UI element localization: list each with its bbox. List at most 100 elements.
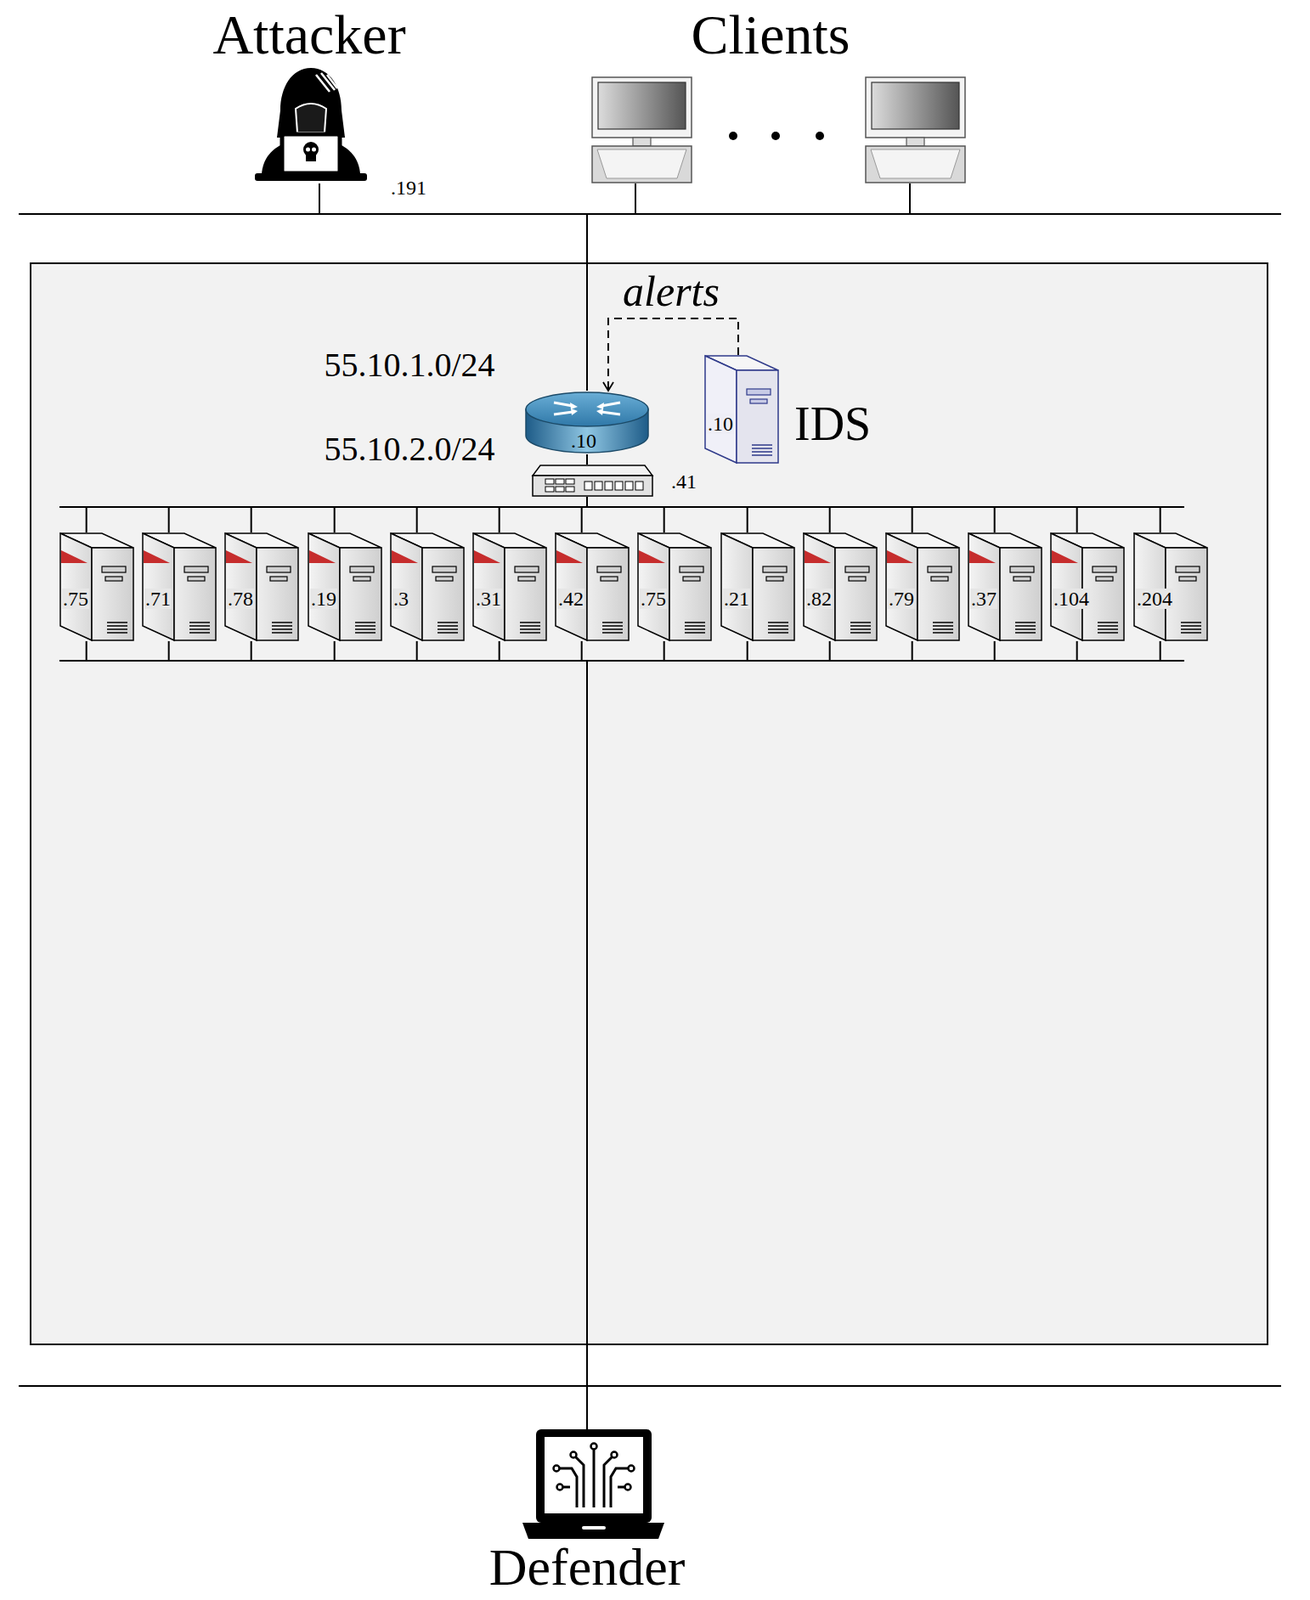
drawing-part [804, 550, 831, 564]
defender-bus [18, 1385, 1282, 1388]
drawing-part [721, 533, 753, 641]
drawing-part [271, 632, 293, 634]
drawing-part [1015, 632, 1036, 634]
drawing-part [555, 533, 588, 641]
drawing-part [1097, 628, 1119, 631]
drawing-part [519, 628, 541, 631]
drawing-part [532, 475, 653, 497]
drawing-part [536, 1429, 652, 1524]
drawing-part [1180, 625, 1202, 627]
drawing-part [105, 576, 123, 582]
drawing-part [355, 628, 376, 631]
server-symbol [967, 532, 1043, 642]
drawing-part [295, 103, 327, 133]
drawing-part [751, 454, 773, 457]
server-symbol [885, 532, 960, 642]
drawing-part [553, 1466, 560, 1473]
drawing-part [751, 451, 773, 453]
drawing-part [917, 547, 960, 641]
attacker-icon: Attacker.191 [254, 64, 368, 184]
drawing-part [762, 566, 787, 573]
drawing-part [1179, 576, 1197, 582]
drawing-part [850, 628, 871, 631]
drawing-part [1134, 533, 1166, 641]
drawing-part [189, 632, 210, 634]
network-link [334, 496, 588, 533]
drawing-part [1010, 566, 1034, 573]
network-link [251, 496, 588, 533]
subnet-label: 55.10.2.0/24 [323, 432, 495, 467]
network-link [587, 641, 913, 1430]
drawing-part [61, 550, 88, 564]
drawing-part [845, 566, 870, 573]
drawing-part [271, 625, 293, 627]
ip-label: .204 [1135, 588, 1174, 610]
drawing-part [532, 465, 653, 476]
drawing-part [886, 550, 914, 564]
drawing-part [60, 533, 92, 641]
drawing-part [850, 625, 871, 627]
ip-label: .21 [722, 588, 751, 610]
ip-label: .71 [144, 588, 172, 610]
drawing-part [225, 550, 253, 564]
drawing-part [519, 621, 541, 624]
drawing-part [316, 74, 330, 92]
drawing-part [305, 147, 311, 153]
drawing-part [518, 576, 536, 582]
network-link [334, 641, 588, 1430]
outer-bus [18, 213, 1282, 215]
server-symbol [389, 532, 465, 642]
drawing-part [625, 1485, 632, 1491]
drawing-part [254, 173, 368, 181]
ip-label: .3 [392, 588, 410, 610]
drawing-part [850, 621, 871, 624]
drawing-part [752, 547, 795, 641]
network-link [587, 496, 748, 533]
drawing-part [422, 547, 464, 641]
drawing-part [592, 146, 692, 183]
drawing-part [107, 632, 128, 634]
server-symbol: .3 [389, 532, 465, 642]
client-group [586, 76, 969, 184]
server-symbol [472, 532, 548, 642]
drawing-part [435, 576, 453, 582]
drawing-part [602, 621, 623, 624]
network-link [587, 641, 748, 1430]
drawing-part [189, 621, 210, 624]
edge-label: alerts [622, 270, 720, 313]
server-symbol [59, 532, 135, 642]
network-link [586, 454, 588, 465]
drawing-part [1013, 576, 1031, 582]
drawing-part [597, 149, 687, 179]
server-symbol [1050, 532, 1125, 642]
network-link [499, 496, 588, 533]
ip-label: .41 [671, 471, 697, 492]
attacker-icon [254, 64, 368, 184]
drawing-part [355, 625, 376, 627]
network-link [587, 496, 831, 533]
drawing-part [556, 1468, 577, 1508]
drawing-part [771, 131, 780, 141]
drawing-part [835, 547, 877, 641]
heading: Attacker [212, 6, 406, 63]
network-link [417, 496, 588, 533]
network-link [499, 641, 588, 1430]
drawing-part [751, 447, 773, 450]
drawing-part [276, 67, 345, 138]
drawing-part [327, 74, 338, 89]
network-link [587, 496, 665, 533]
server-symbol: .75 [637, 532, 712, 642]
drawing-part [750, 399, 768, 404]
drawing-part [604, 1455, 615, 1508]
drawing-part [601, 412, 621, 415]
drawing-part [587, 547, 629, 641]
drawing-part [602, 628, 623, 631]
drawing-part [597, 566, 622, 573]
drawing-part [557, 1485, 564, 1491]
ip-label: .104 [1052, 588, 1090, 610]
drawing-part [870, 149, 960, 179]
drawing-part [437, 632, 458, 634]
drawing-part [311, 147, 317, 153]
ip-label: .37 [970, 588, 998, 610]
